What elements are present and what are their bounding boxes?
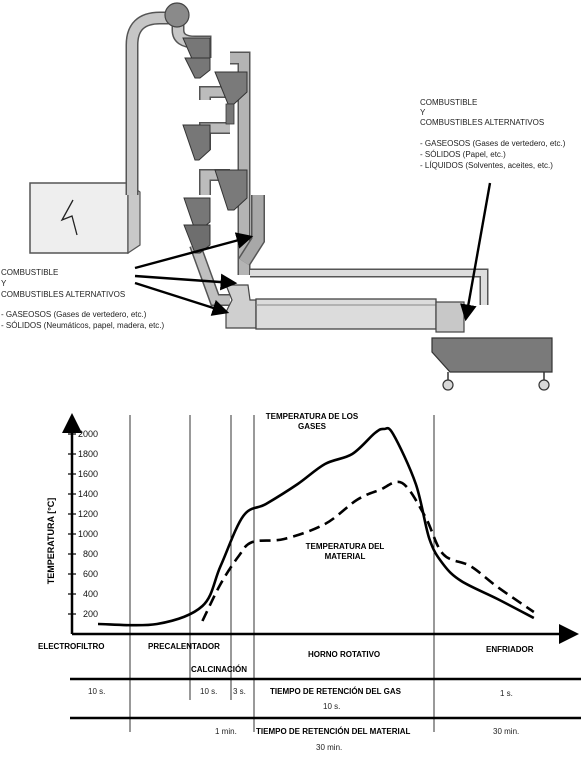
- material-retention-title: TIEMPO DE RETENCIÓN DEL MATERIAL: [256, 727, 411, 736]
- gas-retention-title: TIEMPO DE RETENCIÓN DEL GAS: [270, 687, 401, 696]
- left-fuel-title-3: COMBUSTIBLES ALTERNATIVOS: [1, 290, 126, 299]
- zone-preheater: PRECALENTADOR: [148, 642, 220, 651]
- wheel-icon: [442, 379, 454, 391]
- fan-icon: [164, 2, 190, 28]
- left-fuel-title-2: Y: [1, 279, 7, 288]
- fuel-arrows: [134, 182, 492, 322]
- cement-plant-diagram: [29, 2, 553, 391]
- wheel-icon: [538, 379, 550, 391]
- material-retention-total: 30 min.: [316, 743, 343, 752]
- gas-retention-segment-electrofilter: 10 s.: [88, 687, 106, 696]
- y-tick-label: 1400: [78, 489, 98, 499]
- y-tick-label: 1000: [78, 529, 98, 539]
- clinker-cooler: [431, 337, 553, 391]
- right-fuel-title-3: COMBUSTIBLES ALTERNATIVOS: [420, 118, 545, 127]
- right-fuel-item-gaseous: - GASEOSOS (Gases de vertedero, etc.): [420, 139, 566, 148]
- y-tick-label: 2000: [78, 429, 98, 439]
- gas-temperature-label: TEMPERATURA DE LOS GASES: [265, 412, 359, 431]
- right-fuel-title-1: COMBUSTIBLE: [420, 98, 478, 107]
- y-tick-label: 400: [83, 589, 98, 599]
- electrofilter-unit: [29, 181, 141, 255]
- y-tick-label: 200: [83, 609, 98, 619]
- preheater-tower: [182, 37, 265, 306]
- material-retention-segment-cooler: 30 min.: [493, 727, 520, 736]
- left-fuel-item-solid: - SÓLIDOS (Neumáticos, papel, madera, et…: [1, 321, 165, 330]
- left-fuel-title-1: COMBUSTIBLE: [1, 268, 59, 277]
- right-fuel-title-2: Y: [420, 108, 426, 117]
- gas-retention-total: 10 s.: [323, 702, 341, 711]
- gas-temperature-line: [97, 426, 535, 627]
- right-fuel-item-solid: - SÓLIDOS (Papel, etc.): [420, 150, 506, 159]
- y-axis-title: TEMPERATURA [°C]: [46, 497, 56, 585]
- gas-retention-segment-cooler: 1 s.: [500, 689, 513, 698]
- zone-rotary-kiln: HORNO ROTATIVO: [308, 650, 381, 659]
- zone-calcination: CALCINACIÓN: [191, 665, 247, 674]
- gas-retention-segment-calcination: 3 s.: [233, 687, 246, 696]
- material-temperature-label: TEMPERATURA DEL MATERIAL: [305, 542, 385, 561]
- left-fuel-item-gaseous: - GASEOSOS (Gases de vertedero, etc.): [1, 310, 147, 319]
- rotary-kiln: [225, 268, 489, 333]
- y-tick-label: 1800: [78, 449, 98, 459]
- gas-retention-segment-preheater: 10 s.: [200, 687, 218, 696]
- y-tick-label: 1200: [78, 509, 98, 519]
- y-tick-label: 1600: [78, 469, 98, 479]
- zone-electrofilter: ELECTROFILTRO: [38, 642, 105, 651]
- right-fuel-item-liquid: - LÍQUIDOS (Solventes, aceites, etc.): [420, 161, 553, 170]
- y-tick-label: 600: [83, 569, 98, 579]
- material-retention-segment-calcination: 1 min.: [215, 727, 237, 736]
- gas-duct: [125, 2, 212, 195]
- zone-cooler: ENFRIADOR: [486, 645, 534, 654]
- y-tick-label: 800: [83, 549, 98, 559]
- phase-dividers: [129, 415, 435, 732]
